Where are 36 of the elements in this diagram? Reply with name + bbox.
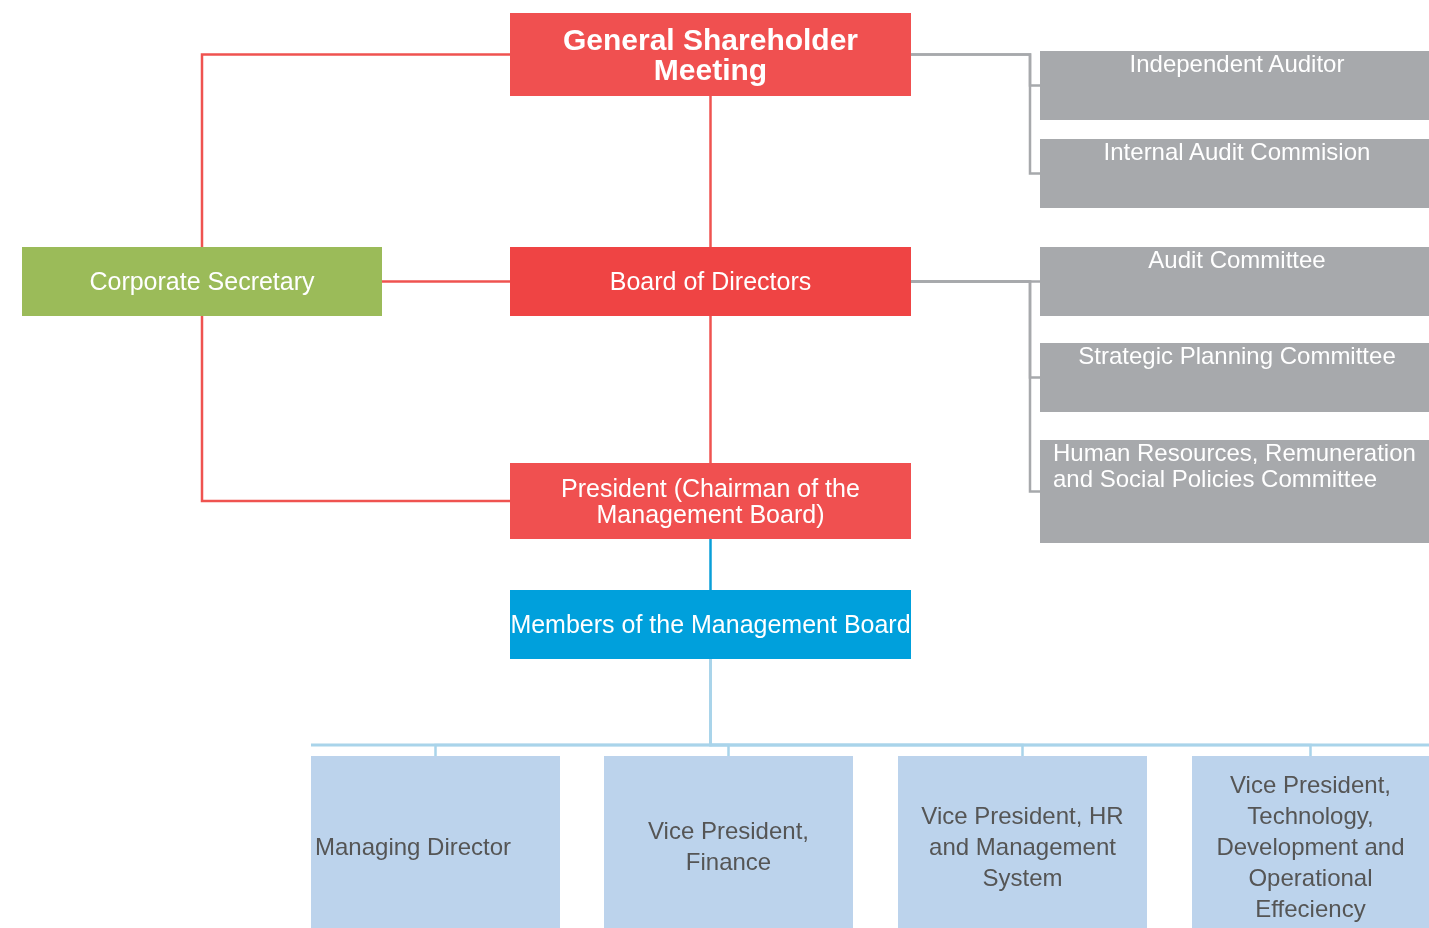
department-box (604, 756, 853, 928)
committee-box (1040, 51, 1429, 120)
secretary-box (22, 247, 382, 316)
node-label: Vice President, HR and Management System (920, 800, 1125, 893)
connector-line (709, 539, 712, 590)
node-label: Strategic Planning Committee (1078, 343, 1396, 369)
connector-line (709, 96, 712, 247)
node-label: Human Resources, Remuneration and Social Policies Committee (1053, 440, 1417, 492)
node-label: Vice President, Technology, Development and Operational Effeciency (1215, 769, 1406, 924)
node-label: Internal Audit Commision (1103, 139, 1371, 165)
connector-line (911, 280, 1040, 493)
node-label: President (Chairman of the Management Board) (560, 475, 861, 527)
node-label: Members of the Management Board (510, 611, 911, 638)
connector-line (382, 280, 510, 283)
department-box (1192, 756, 1429, 928)
committee-box (1040, 343, 1429, 412)
connector-line (911, 53, 1040, 175)
node-label: Audit Committee (1148, 247, 1326, 273)
department-box (898, 756, 1147, 928)
committee-box (1040, 247, 1429, 316)
president-box (510, 463, 911, 539)
node-label: Vice President, Finance (647, 816, 810, 877)
committee-box (1040, 440, 1429, 543)
committee-box (1040, 139, 1429, 208)
board-box (510, 247, 911, 316)
members-box (510, 590, 911, 659)
node-label: Board of Directors (609, 265, 812, 297)
department-box (311, 756, 560, 928)
connector-line (200, 316, 510, 503)
node-label: General Shareholder Meeting (561, 24, 860, 85)
connector-line (200, 53, 510, 247)
meeting-box (510, 13, 911, 96)
connector-line (709, 316, 712, 463)
node-label: Corporate Secretary (89, 265, 315, 297)
node-label: Independent Auditor (1129, 51, 1345, 77)
node-label: Managing Director (315, 831, 512, 862)
